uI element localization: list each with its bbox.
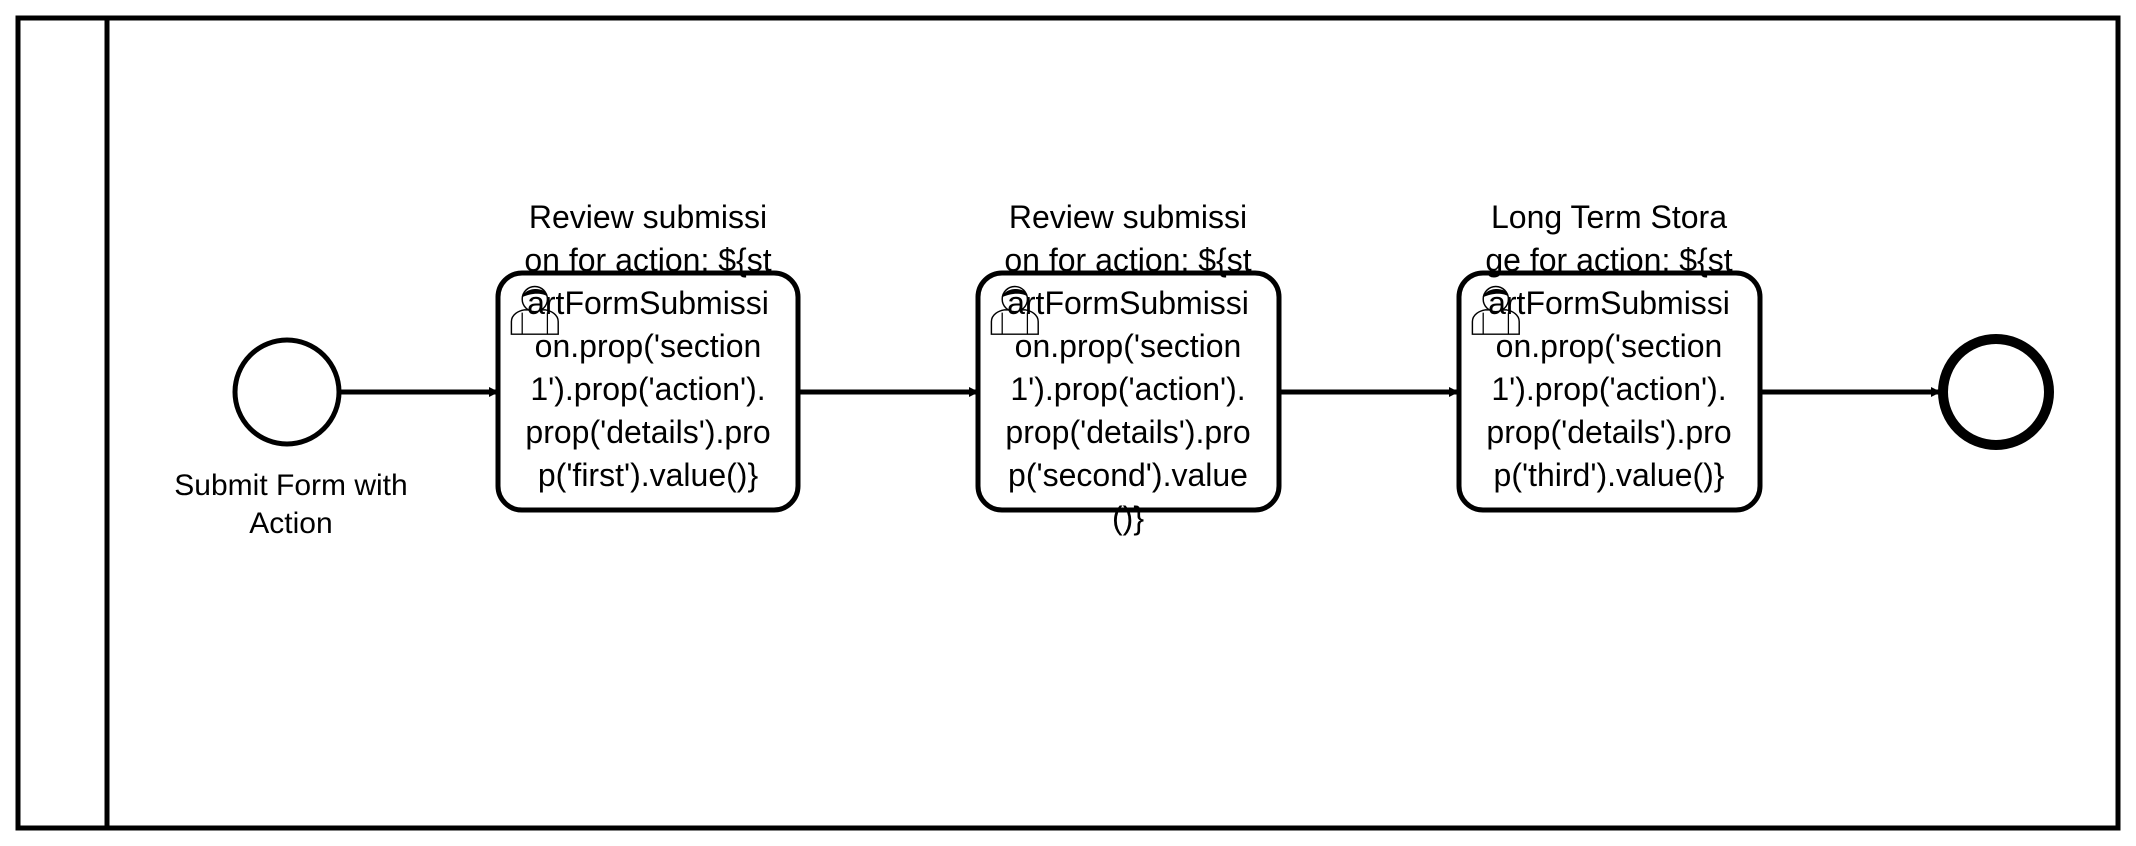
task-2-label: Review submission for action: ${startFor… <box>1004 199 1252 536</box>
pool <box>15 15 2121 831</box>
task-1-label: Review submission for action: ${startFor… <box>524 199 772 493</box>
user-task-1[interactable] <box>495 270 801 513</box>
pool-border <box>15 15 2121 831</box>
user-task-3[interactable] <box>1456 270 1763 513</box>
task-3-label: Long Term Storage for action: ${startFor… <box>1485 199 1733 493</box>
user-task-2[interactable] <box>975 270 1282 513</box>
start-event[interactable] <box>232 337 342 447</box>
start-event-label: Submit Form with Action <box>174 469 408 540</box>
end-event[interactable] <box>1938 334 2054 450</box>
